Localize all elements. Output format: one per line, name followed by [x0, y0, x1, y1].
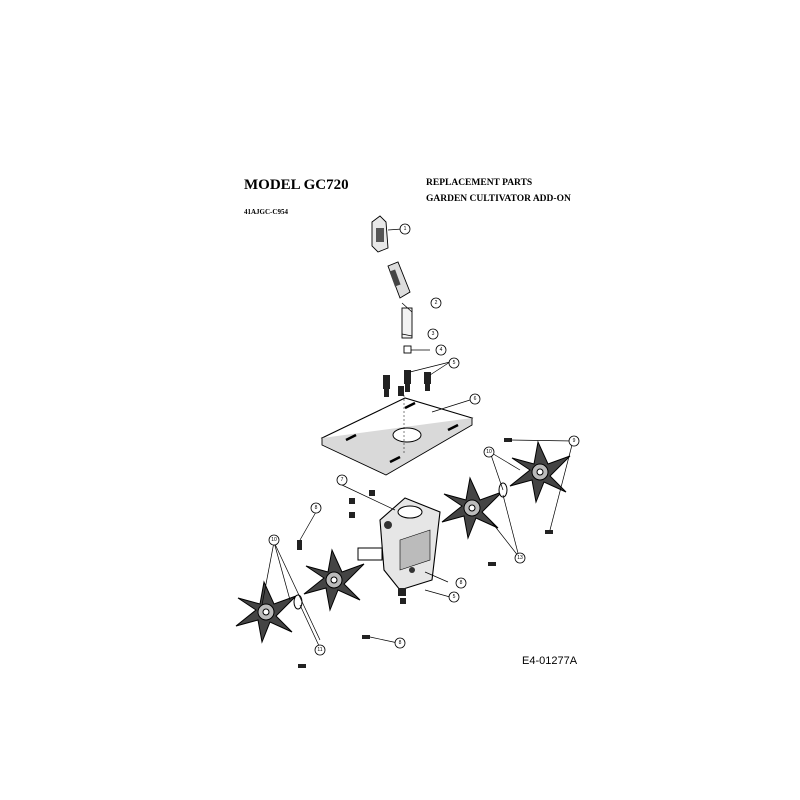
tine-right-lower [441, 476, 503, 540]
svg-text:1: 1 [404, 226, 407, 232]
callout-10a: 10 [483, 446, 495, 458]
title-line-1: REPLACEMENT PARTS [426, 178, 533, 188]
svg-text:10: 10 [271, 537, 277, 543]
shaft-pin-part [401, 302, 413, 339]
callout-4: 4 [435, 344, 447, 356]
callout-5b: 5 [448, 591, 460, 603]
svg-text:13: 13 [517, 555, 523, 561]
callout-8b: 8 [455, 577, 467, 589]
svg-text:6: 6 [474, 396, 477, 402]
mounting-plate-part [320, 395, 474, 476]
svg-text:5: 5 [453, 594, 456, 600]
svg-text:8: 8 [315, 505, 318, 511]
callout-1: 1 [399, 223, 411, 235]
svg-text:8: 8 [399, 640, 402, 646]
tine-left-upper [303, 548, 365, 612]
bolt-group-top [383, 370, 431, 397]
callout-7: 7 [336, 474, 348, 486]
figure-id: E4-01277A [522, 655, 578, 667]
svg-text:8: 8 [460, 580, 463, 586]
small-collar-part [403, 345, 412, 354]
svg-text:3: 3 [432, 331, 435, 337]
callout-9: 9 [568, 435, 580, 447]
svg-text:5: 5 [453, 360, 456, 366]
svg-text:11: 11 [317, 647, 322, 653]
callout-2: 2 [430, 297, 442, 309]
svg-text:7: 7 [341, 477, 344, 483]
title-line-2: GARDEN CULTIVATOR ADD-ON [426, 194, 571, 204]
pin-left [297, 540, 302, 550]
gearbox-part [357, 497, 441, 604]
callout-13: 13 [514, 552, 526, 564]
tine-left-lower [235, 580, 297, 644]
svg-text:2: 2 [435, 300, 438, 306]
callout-10b: 10 [268, 534, 280, 546]
callout-5: 5 [448, 357, 460, 369]
shaft-coupler-part [371, 215, 403, 253]
callout-8c: 8 [394, 637, 406, 649]
shaft-tube-part [387, 261, 411, 299]
svg-text:4: 4 [440, 347, 443, 353]
callout-6: 6 [469, 393, 481, 405]
svg-text:9: 9 [573, 438, 576, 444]
tine-right-upper [509, 440, 571, 504]
callout-8a: 8 [310, 502, 322, 514]
model-title: MODEL GC720 [244, 177, 349, 193]
svg-text:10: 10 [486, 449, 492, 455]
model-number: 41AJGC-C954 [244, 208, 288, 216]
callout-3: 3 [427, 328, 439, 340]
callout-11: 11 [314, 644, 326, 656]
